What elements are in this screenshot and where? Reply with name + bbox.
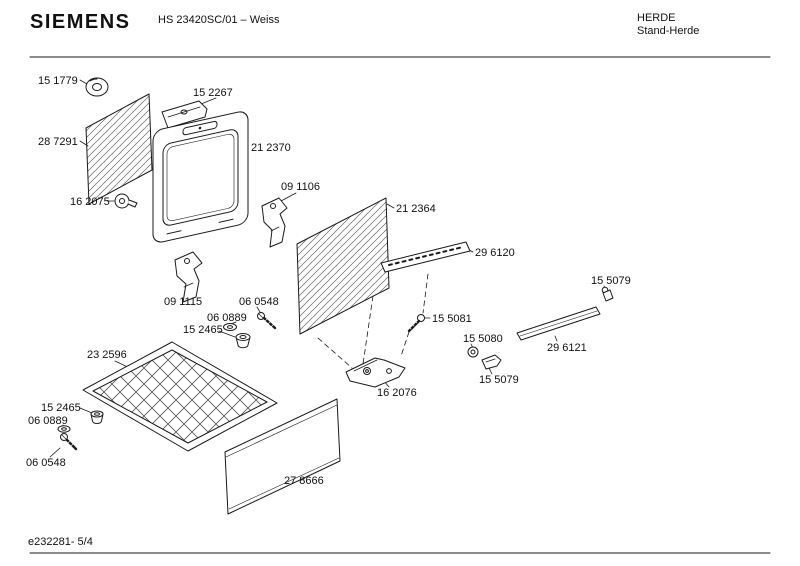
side-panel-287291-drawing	[85, 93, 153, 205]
part-label-060889-left: 06 0889	[28, 415, 68, 427]
grid-shelf-232596-drawing	[82, 341, 278, 452]
clip-155079-bottom-drawing	[481, 354, 502, 370]
part-label-152465-mid: 15 2465	[183, 324, 223, 336]
category-block: HERDE Stand-Herde	[637, 12, 699, 38]
part-label-060548-mid: 06 0548	[239, 296, 279, 308]
part-label-060889-mid: 06 0889	[207, 312, 247, 324]
washer-155080-drawing	[467, 346, 479, 358]
inner-glass-212364-drawing	[296, 197, 390, 335]
category-label: HERDE	[637, 12, 676, 24]
clip-155079-top-drawing	[601, 286, 614, 302]
knob-162075-drawing	[114, 193, 138, 209]
doc-reference: e232281- 5/4	[28, 536, 93, 548]
model-title: HS 23420SC/01 – Weiss	[158, 14, 280, 26]
part-label-151779: 15 1779	[38, 75, 78, 87]
part-label-232596: 23 2596	[87, 349, 127, 361]
washer-060889-mid-drawing	[223, 323, 237, 331]
diagram-root: 15 1779 15 2267 28 7291 21 2370 16 2075 …	[26, 56, 771, 554]
part-label-091115: 09 1115	[164, 296, 202, 308]
hinge-091106-drawing	[261, 197, 288, 248]
part-label-152267: 15 2267	[193, 87, 233, 99]
subcategory-label: Stand-Herde	[637, 25, 700, 37]
hinge-091115-drawing	[174, 251, 203, 303]
drawer-panel-278666-drawing	[224, 398, 341, 515]
brand-logo: SIEMENS	[30, 11, 131, 33]
screw-060548-mid-drawing	[257, 312, 277, 330]
part-label-155081: 15 5081	[432, 313, 472, 325]
oven-door-212370-drawing	[152, 111, 249, 243]
part-label-152465-left: 15 2465	[41, 402, 81, 414]
part-label-212364: 21 2364	[396, 203, 436, 215]
bracket-152267-drawing	[161, 100, 208, 129]
assembly-guide-lines	[317, 273, 429, 369]
grommet-151779-drawing	[85, 77, 109, 97]
part-label-162076: 16 2076	[377, 387, 417, 399]
part-label-287291: 28 7291	[38, 136, 78, 148]
cap-152465-mid-drawing	[235, 333, 251, 349]
part-label-296120: 29 6120	[475, 247, 515, 259]
part-label-162075: 16 2075	[70, 196, 110, 208]
bracket-162076-drawing	[345, 357, 406, 388]
screw-060548-left-drawing	[60, 433, 78, 451]
strip-296121-drawing	[516, 306, 601, 341]
part-label-155079-bottom: 15 5079	[479, 374, 519, 386]
screw-155081-drawing	[407, 314, 425, 333]
part-label-212370: 21 2370	[251, 142, 291, 154]
washer-060889-left-drawing	[57, 425, 71, 433]
part-label-296121: 29 6121	[547, 342, 587, 354]
part-label-278666: 27 8666	[284, 475, 324, 487]
part-label-155080: 15 5080	[463, 333, 503, 345]
cap-152465-left-drawing	[90, 410, 104, 424]
part-label-155079-top: 15 5079	[591, 275, 631, 287]
rail-296120-drawing	[380, 241, 471, 273]
part-labels: 15 1779 15 2267 28 7291 21 2370 16 2075 …	[26, 75, 631, 487]
part-label-060548-left: 06 0548	[26, 457, 66, 469]
part-label-091106: 09 1106	[281, 181, 320, 193]
